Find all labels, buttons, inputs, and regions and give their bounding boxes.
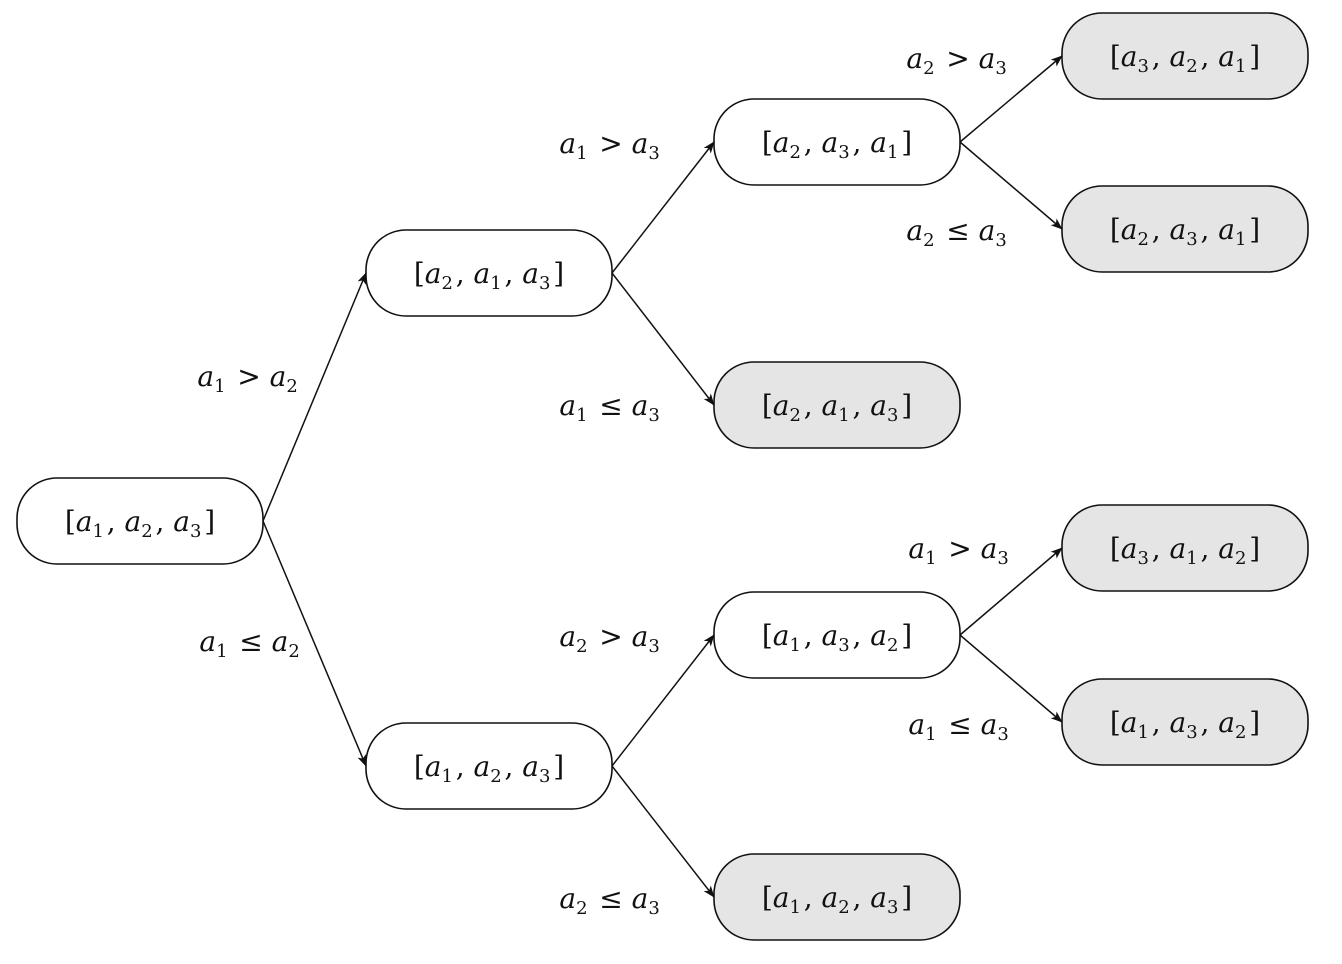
node-label: [a1 , a2 , a3 ]	[762, 881, 912, 918]
node-box	[1061, 12, 1309, 100]
edge-arrow-n-gt12-to-n-gt12-le13	[611, 272, 715, 406]
edge-arrow-n-gt12-gt13-to-leaf-231	[959, 141, 1063, 230]
edge-label-condition: a2 > a3	[559, 620, 662, 657]
node-box	[713, 98, 961, 186]
node-label: [a2 , a3 , a1 ]	[1110, 213, 1260, 250]
leaf-node-leaf-321: [a3 , a2 , a1 ]	[1061, 12, 1309, 100]
node-box	[1061, 185, 1309, 273]
edge-label-condition: a1 > a3	[908, 532, 1011, 569]
edge-label-condition: a1 ≤ a3	[559, 389, 662, 426]
edge-arrow-n-le12-gt23-to-leaf-132	[959, 634, 1063, 723]
edge-label-condition: a1 > a2	[197, 360, 300, 397]
edge-label-condition: a2 > a3	[906, 42, 1009, 79]
edge-label-condition: a1 > a3	[559, 127, 662, 164]
node-label: [a2 , a3 , a1 ]	[762, 126, 912, 163]
node-box	[713, 853, 961, 941]
edge-label-condition: a1 ≤ a2	[199, 625, 302, 662]
edge-arrow-n-le12-gt23-to-leaf-312	[959, 547, 1063, 636]
node-n-gt12-gt13: [a2 , a3 , a1 ]	[713, 98, 961, 186]
edge-labels: a1 > a2 a1 ≤ a2 a1 > a3 a1 ≤ a3 a2 > a3 …	[197, 42, 1011, 919]
edge-arrow-n-gt12-to-n-gt12-gt13	[611, 141, 715, 274]
node-box	[365, 229, 613, 317]
edge-arrow-root-to-n-gt12	[262, 272, 367, 522]
edge-arrow-n-gt12-gt13-to-leaf-321	[959, 55, 1063, 143]
edge-arrow-n-le12-to-n-le12-gt23	[611, 634, 715, 767]
node-root: [a1 , a2 , a3 ]	[16, 477, 264, 565]
node-n-le12: [a1 , a2 , a3 ]	[365, 722, 613, 810]
leaf-node-leaf-231: [a2 , a3 , a1 ]	[1061, 185, 1309, 273]
node-box	[1061, 678, 1309, 766]
node-label: [a2 , a1 , a3 ]	[762, 389, 912, 426]
edges	[262, 55, 1063, 898]
node-box	[713, 361, 961, 449]
node-n-le12-gt23: [a1 , a3 , a2 ]	[713, 591, 961, 679]
nodes: [a1 , a2 , a3 ] [a2 , a1 , a3 ] [a1 , a2 ,…	[16, 12, 1309, 941]
edge-label-condition: a1 ≤ a3	[908, 708, 1011, 745]
node-label: [a3 , a2 , a1 ]	[1110, 40, 1260, 77]
node-label: [a1 , a3 , a2 ]	[1110, 706, 1260, 743]
node-label: [a2 , a1 , a3 ]	[414, 257, 564, 294]
edge-label-condition: a2 ≤ a3	[559, 882, 662, 919]
edge-arrow-n-le12-to-n-le12-le23	[611, 765, 715, 898]
edge-label-condition: a2 ≤ a3	[906, 214, 1009, 251]
node-label: [a1 , a3 , a2 ]	[762, 619, 912, 656]
leaf-node-leaf-312: [a3 , a1 , a2 ]	[1061, 504, 1309, 592]
node-box	[1061, 504, 1309, 592]
node-n-gt12: [a2 , a1 , a3 ]	[365, 229, 613, 317]
node-label: [a1 , a2 , a3 ]	[65, 505, 215, 542]
leaf-node-n-gt12-le13: [a2 , a1 , a3 ]	[713, 361, 961, 449]
edge-arrow-root-to-n-le12	[262, 520, 367, 767]
node-box	[713, 591, 961, 679]
leaf-node-n-le12-le23: [a1 , a2 , a3 ]	[713, 853, 961, 941]
node-label: [a3 , a1 , a2 ]	[1110, 532, 1260, 569]
node-box	[365, 722, 613, 810]
node-label: [a1 , a2 , a3 ]	[414, 750, 564, 787]
node-box	[16, 477, 264, 565]
leaf-node-leaf-132: [a1 , a3 , a2 ]	[1061, 678, 1309, 766]
